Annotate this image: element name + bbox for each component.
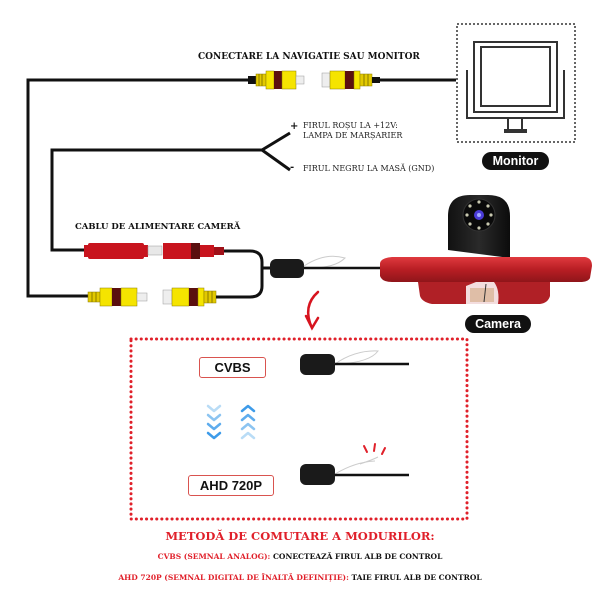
monitor-illustration xyxy=(456,23,576,143)
cut-mark-icon xyxy=(363,443,386,455)
power-cable-label: CABLU DE ALIMENTARE CAMERĂ xyxy=(75,222,241,232)
rca-plug-camera-left xyxy=(87,287,148,307)
nav-connection-label: CONECTARE LA NAVIGATIE SAU MONITOR xyxy=(198,52,420,62)
camera-illustration xyxy=(380,195,592,304)
rca-plug-nav-left xyxy=(248,70,305,90)
cvbs-module xyxy=(300,350,409,375)
minus-sign: - xyxy=(290,162,295,173)
power-cable xyxy=(50,148,262,252)
red-wire-line2: LAMPA DE MARȘARIER xyxy=(303,131,403,140)
ahd-mode-label: AHD 720P xyxy=(188,475,274,496)
monitor-badge: Monitor xyxy=(482,152,549,170)
switch-up-arrows-icon xyxy=(240,404,256,440)
rca-socket-nav-right xyxy=(321,70,380,90)
instruction-ahd-action: TAIE FIRUL ALB DE CONTROL xyxy=(348,573,482,582)
instruction-ahd: AHD 720P (SEMNAL DIGITAL DE ÎNALTĂ DEFIN… xyxy=(0,573,600,582)
plus-sign: + xyxy=(290,121,299,132)
red-wire-label: FIRUL ROȘU LA +12V: LAMPA DE MARȘARIER xyxy=(303,121,402,141)
switch-down-arrows-icon xyxy=(206,404,222,440)
power-plug-male xyxy=(84,243,163,259)
instruction-cvbs-action: CONECTEAZĂ FIRUL ALB DE CONTROL xyxy=(270,552,443,561)
instruction-ahd-mode: AHD 720P (SEMNAL DIGITAL DE ÎNALTĂ DEFIN… xyxy=(118,573,349,582)
instruction-cvbs: CVBS (SEMNAL ANALOG): CONECTEAZĂ FIRUL A… xyxy=(0,552,600,561)
red-wire-line1: FIRUL ROȘU LA +12V: xyxy=(303,121,398,130)
instruction-cvbs-mode: CVBS (SEMNAL ANALOG): xyxy=(157,552,271,561)
camera-harness xyxy=(216,249,264,299)
mode-switch-frame xyxy=(129,337,469,521)
ahd-module xyxy=(300,443,409,485)
camera-badge: Camera xyxy=(465,315,531,333)
rca-socket-camera-right xyxy=(162,287,217,307)
white-control-wire xyxy=(303,255,346,269)
instructions-title: METODĂ DE COMUTARE A MODURILOR: xyxy=(165,529,435,543)
red-check-arrow xyxy=(304,290,320,331)
video-cable xyxy=(26,78,258,298)
power-socket-female xyxy=(163,243,224,259)
wire-split xyxy=(261,131,291,172)
switch-module xyxy=(270,259,304,278)
cvbs-mode-label: CVBS xyxy=(199,357,266,378)
black-wire-label: FIRUL NEGRU LA MASĂ (GND) xyxy=(303,164,435,173)
